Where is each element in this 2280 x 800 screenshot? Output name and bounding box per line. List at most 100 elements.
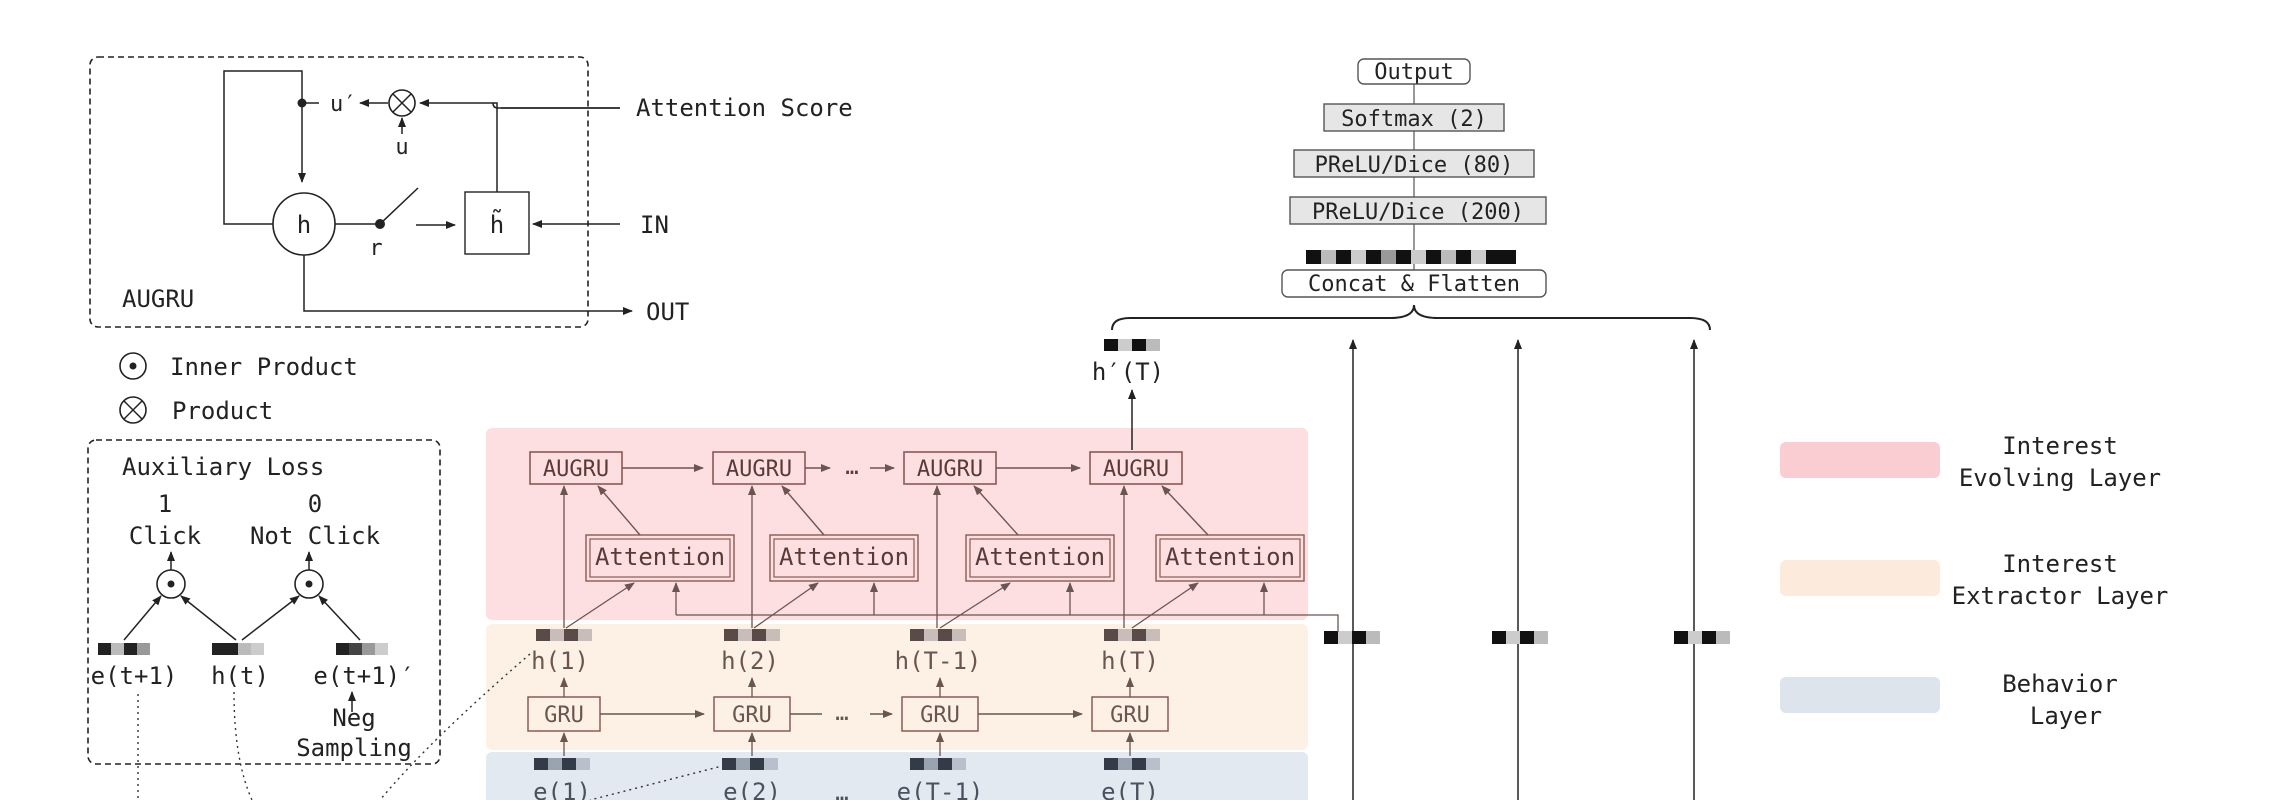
h-prime-T-embedding: [1104, 339, 1160, 351]
legend-extractor-line2: Extractor Layer: [1952, 582, 2169, 610]
legend-behavior-line2: Layer: [2030, 702, 2102, 730]
layer-legend: Interest Evolving Layer Interest Extract…: [1780, 432, 2168, 730]
h-tilde-label: h̃: [490, 208, 504, 239]
legend-behavior-swatch: [1780, 677, 1940, 713]
eT1-embedding: [910, 758, 966, 770]
augru-detail-box: h h̃ u′ u Attention Score r IN: [89, 56, 853, 328]
u-label: u: [395, 135, 408, 160]
attention-unit-4-label: Attention: [1165, 543, 1295, 571]
augru-cell-2-label: AUGRU: [726, 457, 792, 482]
h2-embedding: [724, 629, 780, 641]
legend-evolving-swatch: [1780, 442, 1940, 478]
legend-behavior-line1: Behavior: [2002, 670, 2118, 698]
output-label: Output: [1374, 60, 1453, 85]
attention-unit-4: [1155, 534, 1305, 582]
behavior-embeddings: [534, 758, 1160, 770]
aux-not-click-label: Not Click: [250, 522, 381, 550]
attention-unit-1: [585, 534, 735, 582]
hT1-label: h(T-1): [895, 647, 982, 675]
softmax-box: [1323, 103, 1505, 132]
h-prime-T-label: h′(T): [1092, 358, 1164, 386]
h2-label: h(2): [721, 647, 779, 675]
product-node: [388, 89, 416, 117]
concat-flatten-label: Concat & Flatten: [1308, 272, 1520, 297]
prelu-200-box: [1289, 196, 1547, 225]
concat-brace: [1111, 304, 1711, 331]
output-stack: Output Softmax (2) PReLU/Dice (80) PReLU…: [1111, 58, 1711, 331]
h-node-label: h: [297, 211, 311, 239]
aux-neg-label: Neg: [332, 704, 375, 732]
attention-unit-1-label: Attention: [595, 543, 725, 571]
prelu-200-label: PReLU/Dice (200): [1312, 200, 1524, 225]
interest-extractor-layer-bg: [486, 624, 1308, 750]
prelu-80-label: PReLU/Dice (80): [1315, 153, 1514, 178]
augru-box-title: AUGRU: [122, 285, 194, 313]
e2-embedding: [722, 758, 778, 770]
legend-extractor-line1: Interest: [2002, 550, 2118, 578]
attention-unit-2: [769, 534, 919, 582]
h1-embedding: [536, 629, 592, 641]
in-label: IN: [640, 211, 669, 239]
gru-row: GRU GRU GRU GRU …: [527, 677, 1169, 756]
product-icon: [119, 396, 147, 424]
concat-embedding-strip: [1306, 250, 1516, 264]
legend-extractor-swatch: [1780, 560, 1940, 596]
inner-product-label: Inner Product: [170, 353, 358, 381]
e1-embedding: [534, 758, 590, 770]
symbol-legend: Inner Product Product: [119, 352, 358, 425]
h1-label: h(1): [531, 647, 589, 675]
augru-cell-1-label: AUGRU: [543, 457, 609, 482]
augru-ellipsis: …: [845, 455, 858, 480]
attention-score-label: Attention Score: [636, 94, 853, 122]
out-label: OUT: [646, 298, 689, 326]
legend-evolving-line1: Interest: [2002, 432, 2118, 460]
aux-embedding-e-t1: [98, 643, 150, 655]
interest-evolving-layer-bg: [486, 428, 1308, 620]
aux-embedding-h-t: [212, 643, 264, 655]
softmax-label: Softmax (2): [1341, 107, 1487, 132]
concat-flatten-box: [1281, 269, 1547, 298]
output-box: [1357, 58, 1471, 85]
aux-loss-title: Auxiliary Loss: [122, 453, 324, 481]
auxiliary-loss-box: Auxiliary Loss 1 Click 0 Not Click e(t+1…: [87, 439, 731, 800]
aux-e-t1-prime-label: e(t+1)′: [313, 662, 414, 690]
aux-sampling-label: Sampling: [296, 734, 412, 762]
behavior-layer-bg: [486, 752, 1308, 800]
eT1-label: e(T-1): [897, 778, 984, 800]
gru-ellipsis: …: [835, 701, 848, 726]
aux-e-t1-label: e(t+1): [91, 662, 178, 690]
augru-cell-4: [1089, 451, 1183, 485]
hT1-embedding: [910, 629, 966, 641]
attention-unit-2-label: Attention: [779, 543, 909, 571]
eT-label: e(T): [1101, 778, 1159, 800]
prelu-80-box: [1293, 149, 1535, 178]
augru-cell-3-label: AUGRU: [917, 457, 983, 482]
u-prime-label: u′: [330, 92, 357, 117]
hT-label: h(T): [1101, 647, 1159, 675]
e2-label: e(2): [723, 778, 781, 800]
hidden-embeddings: [536, 629, 1160, 641]
eT-embedding: [1104, 758, 1160, 770]
aux-zero-label: 0: [308, 490, 322, 518]
gru-cell-4-label: GRU: [1110, 703, 1150, 728]
augru-cell-4-label: AUGRU: [1103, 457, 1169, 482]
aux-one-label: 1: [158, 490, 172, 518]
attention-unit-3-label: Attention: [975, 543, 1105, 571]
gru-cell-1-label: GRU: [544, 703, 584, 728]
behavior-ellipsis: …: [835, 781, 848, 800]
legend-evolving-line2: Evolving Layer: [1959, 464, 2161, 492]
e1-label: e(1): [533, 778, 591, 800]
aux-h-t-label: h(t): [211, 662, 269, 690]
side-embedding-1: [1324, 631, 1380, 644]
gru-cell-3-label: GRU: [920, 703, 960, 728]
aux-embedding-e-t1-prime: [336, 643, 388, 655]
attention-unit-3: [965, 534, 1115, 582]
inner-product-icon: [119, 352, 147, 380]
product-label: Product: [172, 397, 273, 425]
side-embedding-3: [1674, 631, 1730, 644]
augru-row: AUGRU AUGRU AUGRU AUGRU …: [529, 451, 1183, 485]
side-embedding-2: [1492, 631, 1548, 644]
gru-cell-2-label: GRU: [732, 703, 772, 728]
attention-row: Attention Attention Attention Attention: [560, 485, 1339, 632]
